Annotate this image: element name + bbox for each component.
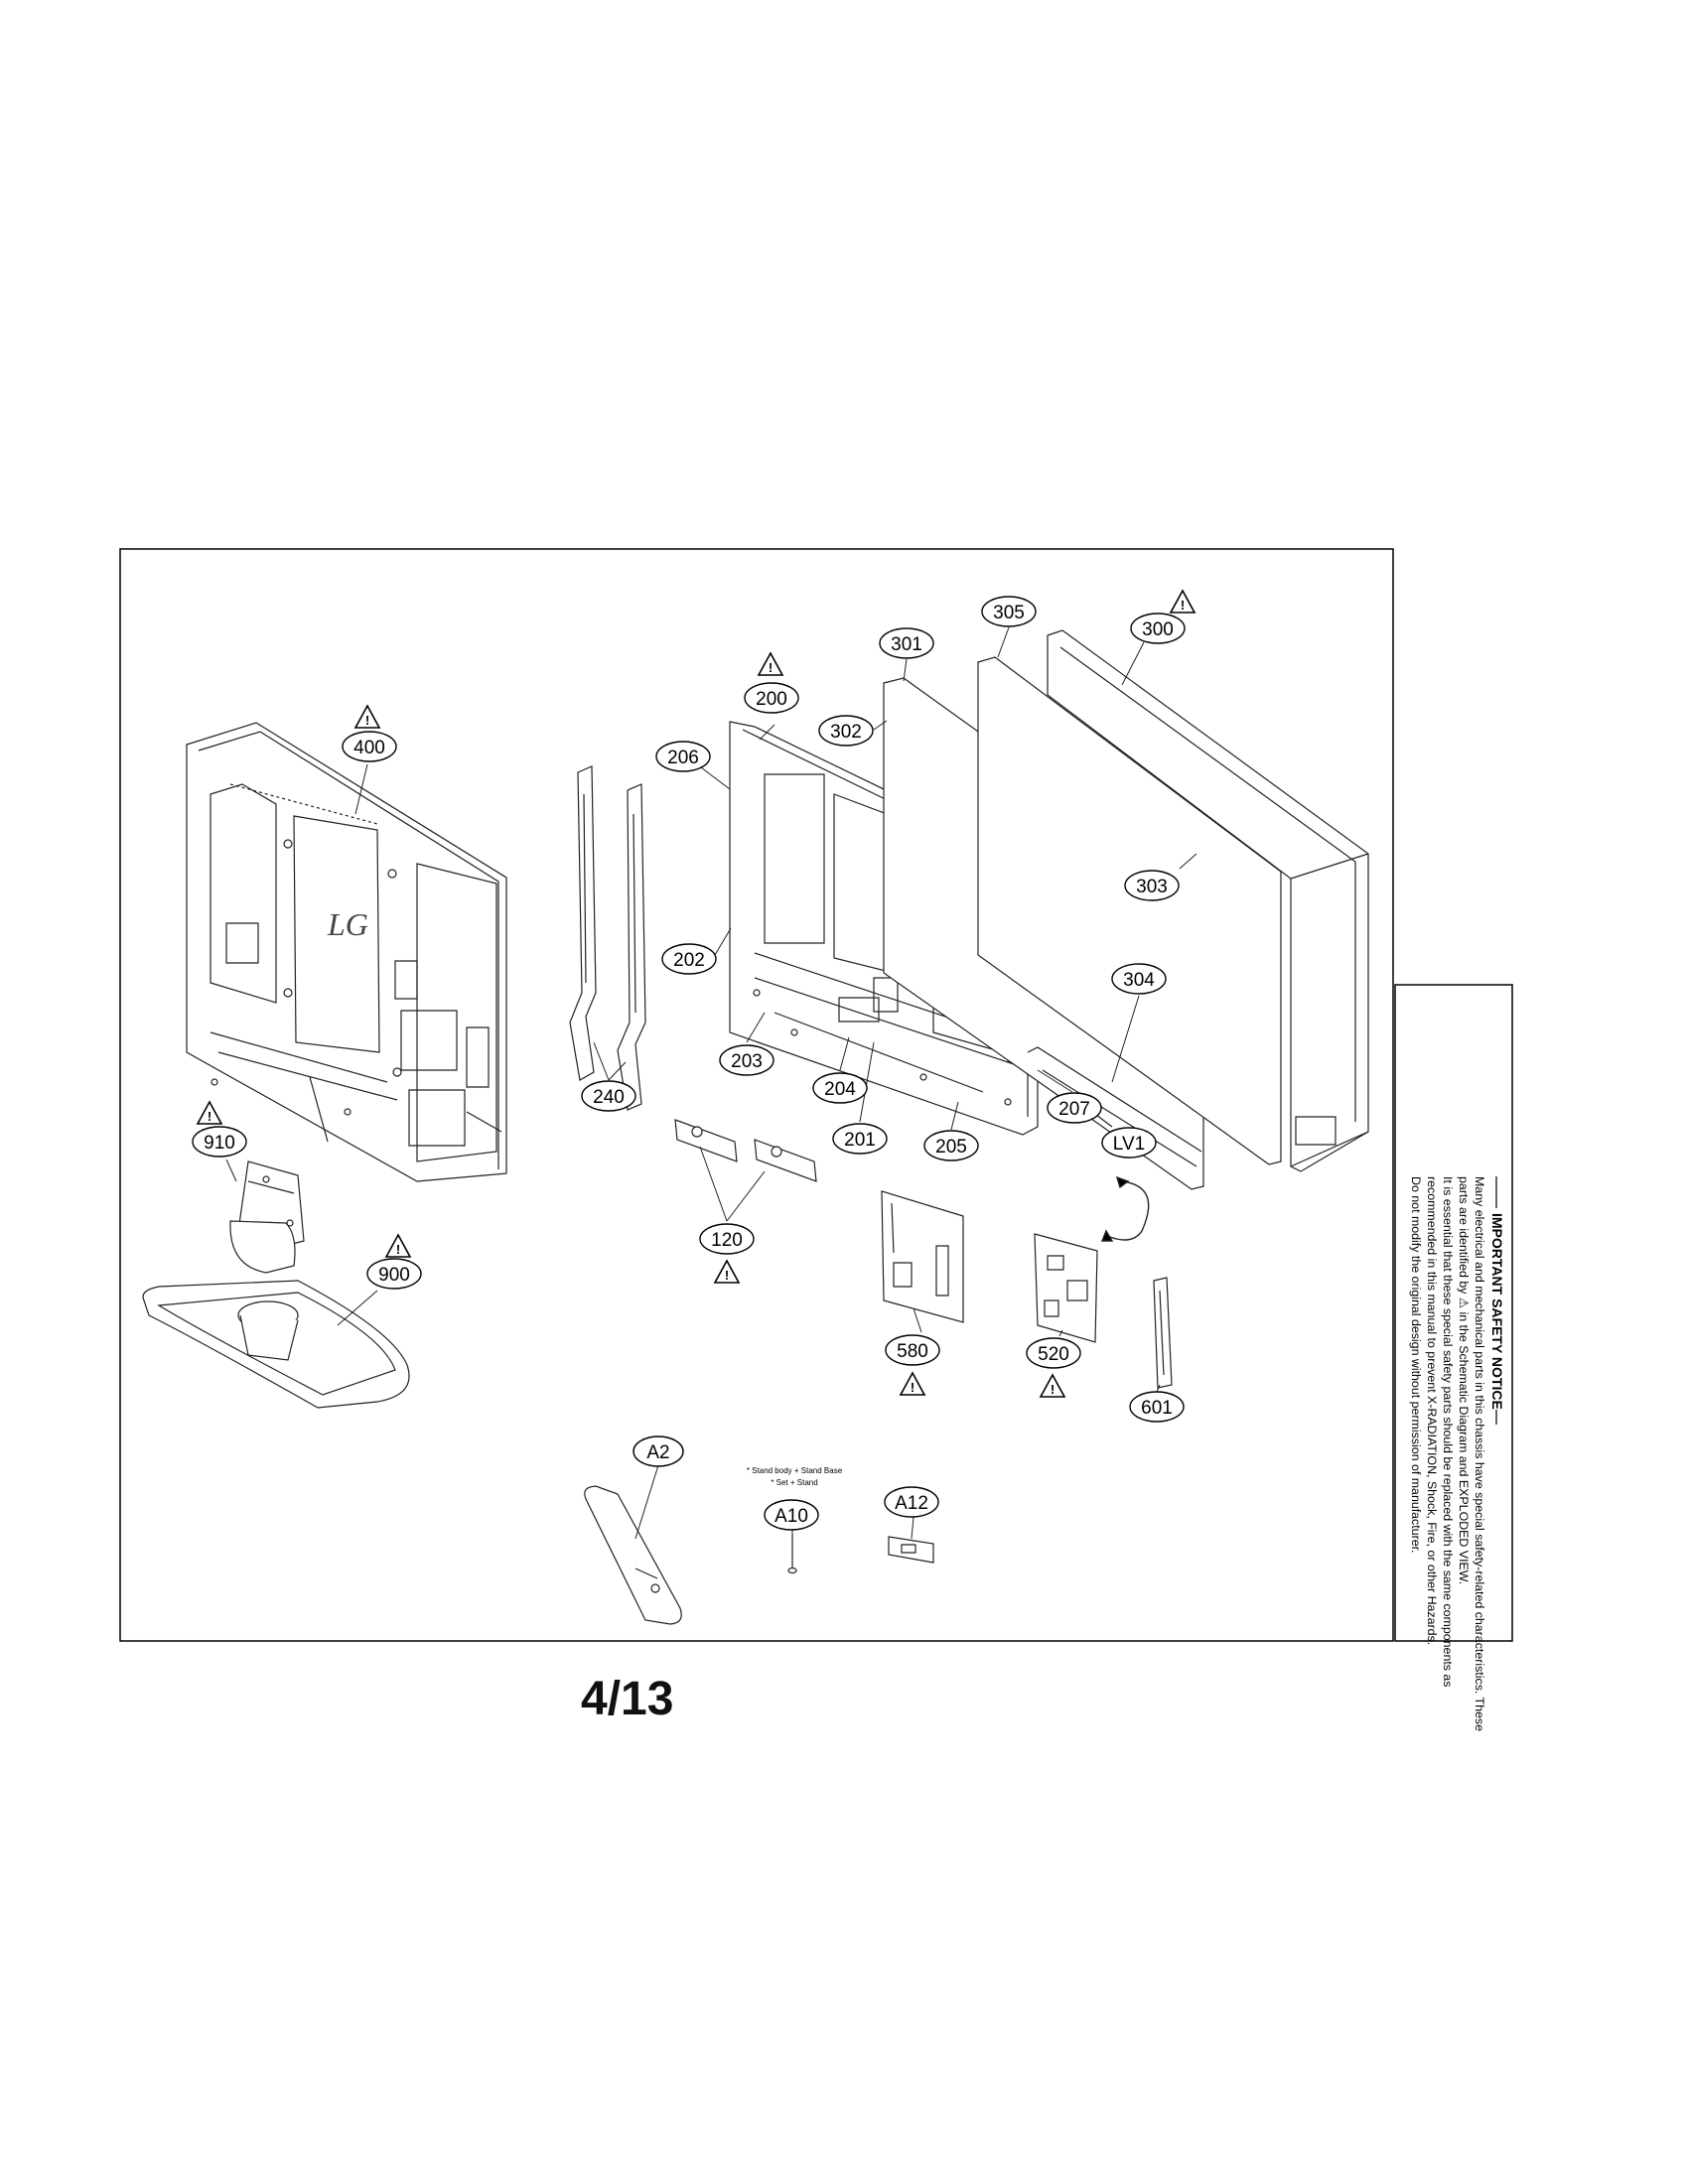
svg-text:206: 206: [667, 748, 699, 768]
callout-400: 400: [342, 731, 397, 762]
warning-icon: [354, 705, 380, 729]
warning-icon: [385, 1234, 411, 1258]
warning-icon: [900, 1372, 925, 1396]
svg-text:204: 204: [824, 1079, 856, 1100]
svg-text:240: 240: [593, 1087, 625, 1108]
callout-206: 206: [655, 741, 711, 772]
svg-text:120: 120: [711, 1230, 743, 1251]
part-panel-layers: [884, 630, 1368, 1189]
part-remote: [585, 1486, 682, 1624]
svg-text:302: 302: [830, 722, 862, 743]
lg-logo: LG: [327, 906, 368, 942]
callout-200: 200: [744, 682, 799, 714]
callout-a10: A10: [764, 1499, 819, 1531]
svg-text:A2: A2: [646, 1442, 669, 1463]
callout-303: 303: [1124, 870, 1180, 901]
svg-text:580: 580: [897, 1341, 928, 1362]
safety-notice-line-1: Many electrical and mechanical parts in …: [1473, 1176, 1486, 1731]
safety-notice-title: IMPORTANT SAFETY NOTICE: [1489, 1213, 1505, 1410]
callout-204: 204: [812, 1072, 868, 1104]
stand-note-line-1: * Stand body + Stand Base: [747, 1466, 843, 1475]
warning-icon: [197, 1101, 222, 1125]
stand-note-line-2: * Set + Stand: [771, 1478, 817, 1487]
part-ir-board: [1154, 1278, 1172, 1388]
svg-text:A10: A10: [774, 1506, 808, 1527]
svg-text:303: 303: [1136, 877, 1168, 897]
warning-icon: [1040, 1374, 1065, 1398]
page-number: 4/13: [581, 1673, 674, 1725]
part-lvds-cable: [1102, 1177, 1149, 1241]
callout-201: 201: [832, 1123, 888, 1155]
callout-305: 305: [981, 596, 1037, 627]
svg-text:A12: A12: [895, 1493, 928, 1514]
svg-text:910: 910: [204, 1133, 235, 1154]
callout-240: 240: [581, 1080, 636, 1112]
svg-text:520: 520: [1038, 1344, 1069, 1365]
svg-text:900: 900: [378, 1265, 410, 1286]
svg-text:202: 202: [673, 950, 705, 971]
callout-a12: A12: [884, 1486, 939, 1518]
part-power-board: [882, 1191, 963, 1322]
svg-text:400: 400: [353, 738, 385, 758]
part-cable-holder: [889, 1537, 933, 1563]
safety-notice-line-2: parts are identified by ⚠ in the Schemat…: [1457, 1176, 1471, 1584]
callout-207: 207: [1047, 1092, 1102, 1124]
diagram-frame: [119, 548, 1394, 1642]
svg-text:203: 203: [731, 1051, 763, 1072]
svg-text:200: 200: [756, 689, 787, 710]
warning-icon: [1170, 590, 1196, 614]
callout-304: 304: [1111, 963, 1167, 995]
callout-520: 520: [1026, 1337, 1081, 1369]
safety-notice-line-5: Do not modify the original design withou…: [1409, 1176, 1423, 1554]
part-main-board: [1035, 1234, 1097, 1342]
part-stand-neck: [230, 1161, 304, 1273]
callout-lv1: LV1: [1101, 1127, 1157, 1159]
svg-text:201: 201: [844, 1130, 876, 1151]
leader-lines: [225, 626, 1197, 1540]
part-back-cover: [187, 723, 506, 1181]
callout-a2: A2: [633, 1435, 684, 1467]
svg-text:304: 304: [1123, 970, 1155, 991]
callout-203: 203: [719, 1044, 774, 1076]
svg-text:301: 301: [891, 634, 922, 655]
callout-120: 120: [699, 1223, 755, 1255]
safety-notice: IMPORTANT SAFETY NOTICE Many electrical …: [1409, 1176, 1505, 1731]
warning-icon: [758, 652, 783, 676]
svg-text:601: 601: [1141, 1398, 1173, 1419]
callout-205: 205: [923, 1130, 979, 1161]
callout-601: 601: [1129, 1391, 1185, 1423]
warning-icon: [714, 1260, 740, 1284]
svg-text:207: 207: [1058, 1099, 1090, 1120]
callout-302: 302: [818, 715, 874, 747]
part-stand-base: [143, 1281, 409, 1408]
part-side-brackets: [570, 766, 645, 1110]
svg-text:LV1: LV1: [1113, 1134, 1145, 1155]
callout-300: 300: [1130, 613, 1186, 644]
safety-notice-line-3: It is essential that these special safet…: [1441, 1176, 1455, 1688]
callout-910: 910: [192, 1126, 247, 1158]
svg-text:205: 205: [935, 1137, 967, 1158]
callout-900: 900: [366, 1258, 422, 1290]
callout-202: 202: [661, 943, 717, 975]
callout-301: 301: [879, 627, 934, 659]
svg-text:305: 305: [993, 603, 1025, 623]
part-screw: [787, 1534, 797, 1574]
svg-text:300: 300: [1142, 619, 1174, 640]
safety-notice-line-4: recommended in this manual to prevent X-…: [1425, 1176, 1439, 1645]
safety-notice-frame: [1394, 984, 1513, 1642]
part-speakers: [675, 1120, 816, 1181]
callout-580: 580: [885, 1334, 940, 1366]
